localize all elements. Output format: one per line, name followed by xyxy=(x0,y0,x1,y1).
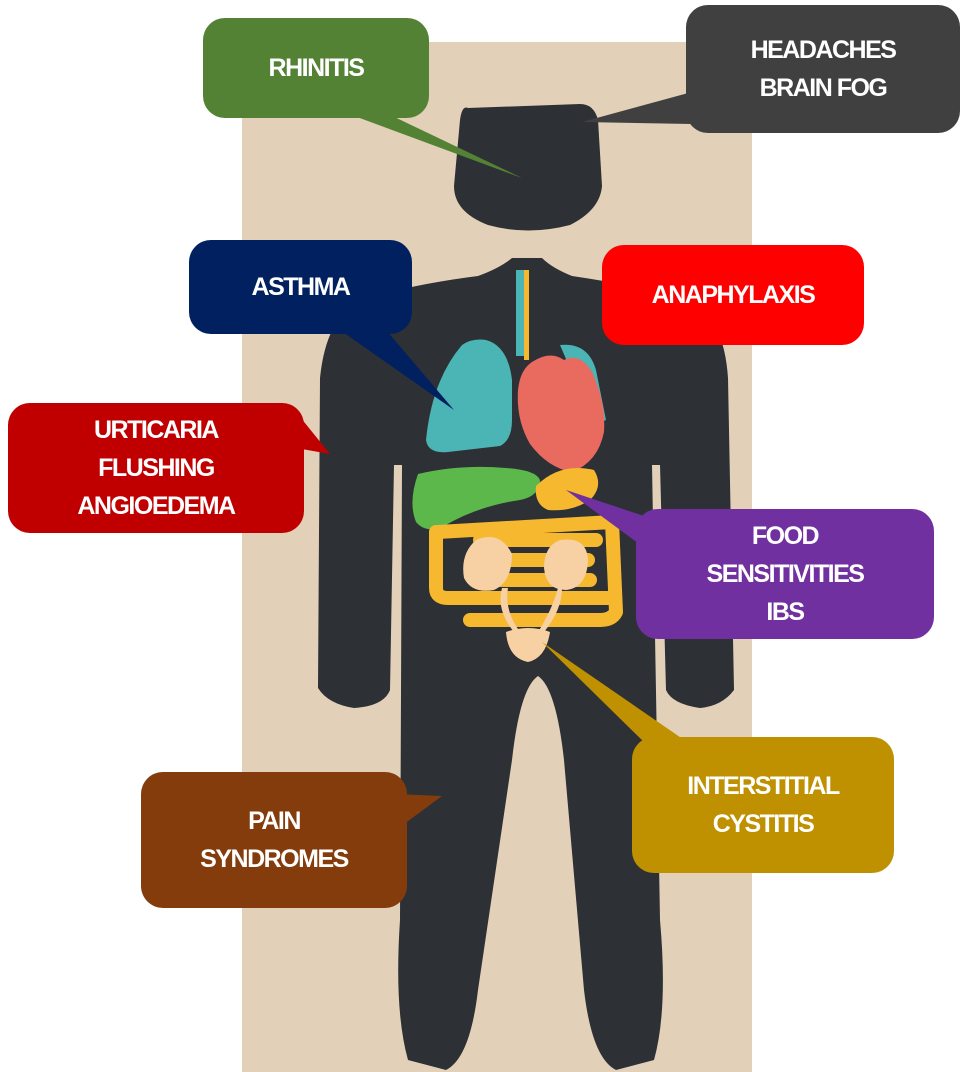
callout-text: FOOD xyxy=(752,517,818,555)
callout-text: SENSITIVITIES xyxy=(707,555,864,593)
trachea xyxy=(516,270,524,356)
esophagus xyxy=(524,270,529,360)
callout-text: BRAIN FOG xyxy=(760,69,887,107)
callout-rhinitis: RHINITIS xyxy=(203,18,429,118)
callout-text: RHINITIS xyxy=(269,49,364,87)
callout-text: IBS xyxy=(766,593,803,631)
callout-food-sensitivities: FOOD SENSITIVITIES IBS xyxy=(636,509,934,639)
callout-text: URTICARIA xyxy=(94,411,218,449)
callout-anaphylaxis: ANAPHYLAXIS xyxy=(602,245,864,345)
callout-text: PAIN xyxy=(248,802,300,840)
callout-interstitial-cystitis: INTERSTITIAL CYSTITIS xyxy=(632,737,894,873)
callout-text: ANGIOEDEMA xyxy=(77,487,234,525)
callout-asthma: ASTHMA xyxy=(189,240,412,334)
callout-text: FLUSHING xyxy=(98,449,214,487)
callout-text: ANAPHYLAXIS xyxy=(652,276,815,314)
callout-pain-syndromes: PAIN SYNDROMES xyxy=(141,772,407,908)
callout-urticaria: URTICARIA FLUSHING ANGIOEDEMA xyxy=(8,403,304,533)
callout-text: HEADACHES xyxy=(751,31,896,69)
callout-headaches: HEADACHES BRAIN FOG xyxy=(686,5,960,133)
callout-text: INTERSTITIAL xyxy=(687,767,838,805)
callout-text: CYSTITIS xyxy=(713,805,814,843)
callout-text: SYNDROMES xyxy=(200,840,348,878)
callout-text: ASTHMA xyxy=(252,268,350,306)
head xyxy=(454,104,602,231)
